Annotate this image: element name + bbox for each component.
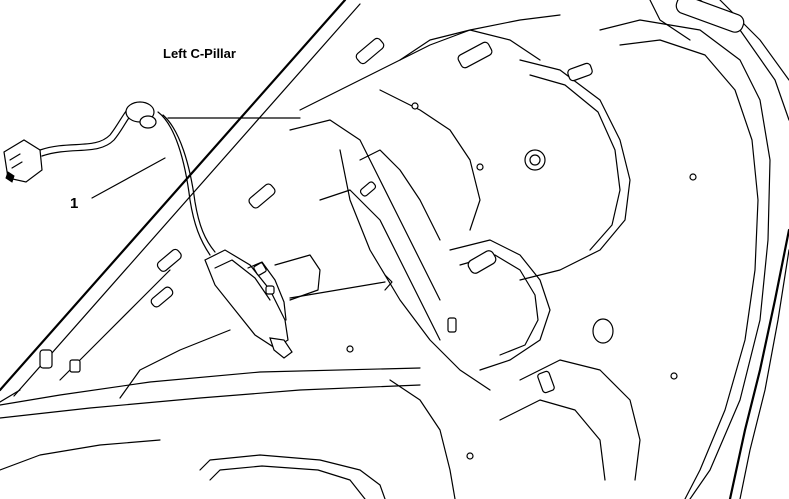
glass-edge [0,0,361,403]
inner-panel [289,0,789,499]
leader-lines [91,117,393,299]
panel-slots [39,0,745,460]
lower-recess [0,359,641,499]
right-edge [728,228,789,499]
component-location-label: Left C-Pillar [163,46,236,61]
lower-trim [0,269,421,419]
sensor-harness [3,101,321,359]
callout-number-1: 1 [70,195,79,212]
